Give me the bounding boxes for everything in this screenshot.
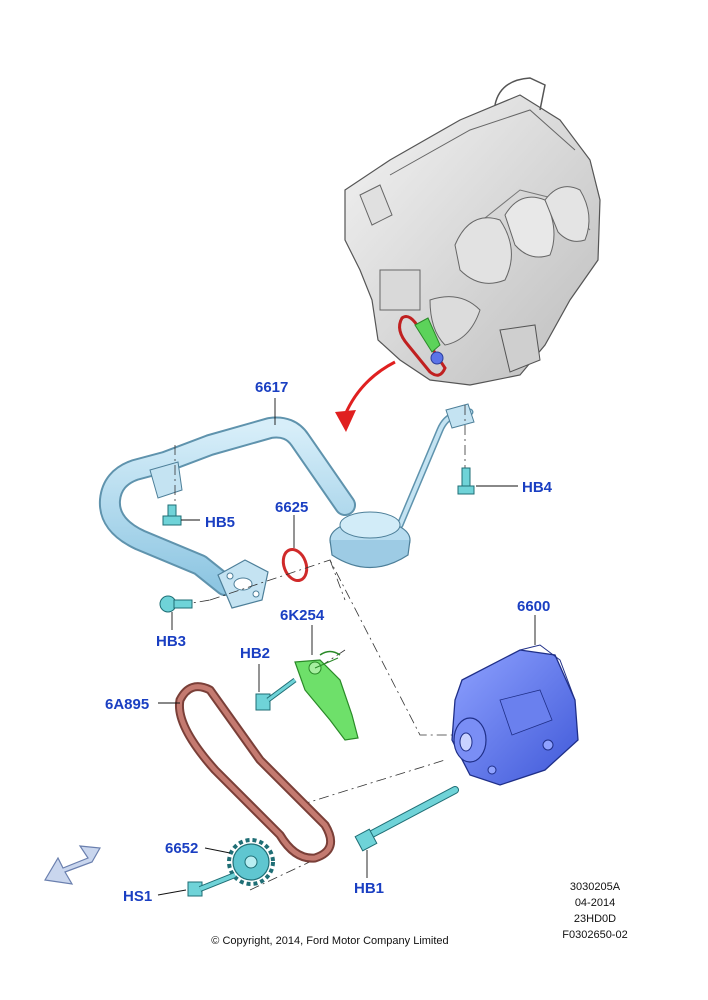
- callout-hb4: HB4: [522, 479, 553, 496]
- bolt-hb2: [255, 677, 297, 711]
- chain-tensioner: [294, 650, 359, 741]
- leader-lines: [157, 398, 536, 896]
- reference-code: 3030205A: [569, 881, 621, 893]
- callout-hb1: HB1: [354, 880, 384, 897]
- front-direction-arrow-icon: [44, 845, 101, 885]
- callout-6617: 6617: [255, 379, 288, 396]
- oil-pickup-pipe: [98, 403, 475, 609]
- reference-engine-code: 23HD0D: [573, 913, 617, 925]
- bolt-hs1: [187, 872, 237, 897]
- location-arrow-icon: [335, 360, 396, 432]
- reference-date: 04-2014: [574, 897, 616, 909]
- engine-assembly: [344, 77, 601, 386]
- callout-hb5: HB5: [205, 514, 235, 531]
- oil-pump: [451, 644, 579, 786]
- o-ring-seal: [281, 548, 309, 582]
- oil-pump-sprocket: [227, 838, 275, 886]
- reference-figure-id: F0302650-02: [562, 929, 628, 941]
- bolt-hb5: [162, 504, 182, 526]
- callout-6652: 6652: [165, 840, 198, 857]
- bolt-hb4: [457, 467, 475, 495]
- callout-6625: 6625: [275, 499, 308, 516]
- callout-6600: 6600: [517, 598, 550, 615]
- drawing-reference: 3030205A 04-2014 23HD0D F0302650-02: [540, 879, 650, 943]
- callout-hb3: HB3: [156, 633, 186, 650]
- bolt-hb1: [354, 786, 459, 852]
- callout-6a895: 6A895: [105, 696, 149, 713]
- callout-hs1: HS1: [123, 888, 152, 905]
- callout-hb2: HB2: [240, 645, 270, 662]
- callout-6k254: 6K254: [280, 607, 325, 624]
- copyright-notice: © Copyright, 2014, Ford Motor Company Li…: [211, 935, 449, 947]
- oil-pump-drive-chain: [174, 682, 336, 863]
- bolt-hb3: [159, 595, 193, 613]
